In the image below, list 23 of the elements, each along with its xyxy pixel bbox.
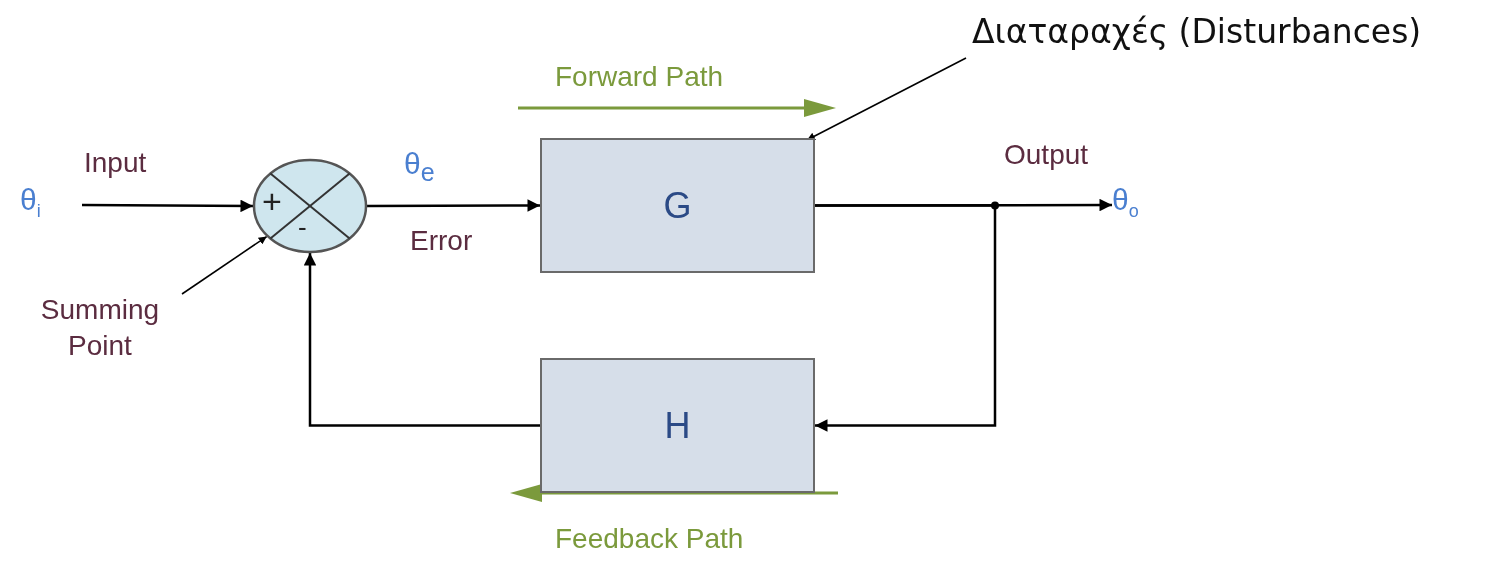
signal-symbol: θ$_{i}$ [20,183,41,222]
summing-junction [252,158,368,254]
leader-line [181,235,268,295]
leader-line [806,57,967,141]
callout-label: Summing Point [10,292,190,372]
signal-label: Output [1004,138,1089,172]
signal-symbol: θ$_{o}$ [1112,183,1139,222]
path-label: Feedback Path [555,522,744,556]
path-label: Forward Path [555,60,724,94]
block-box [540,138,815,273]
arrow [367,199,540,212]
block-box [540,358,815,493]
arrow [82,199,253,213]
signal-symbol: θ$_{e}$ [404,146,435,187]
callout-label: Διαταραχές (Disturbances) [972,12,1502,66]
sign-symbol: + [262,184,282,218]
arrow [815,204,997,432]
block-label: H [664,404,691,447]
arrow [303,253,540,427]
signal-label: Input [84,146,147,180]
signal-label: Error [410,224,473,258]
block-label: G [663,184,692,227]
sign-symbol: - [298,214,307,240]
